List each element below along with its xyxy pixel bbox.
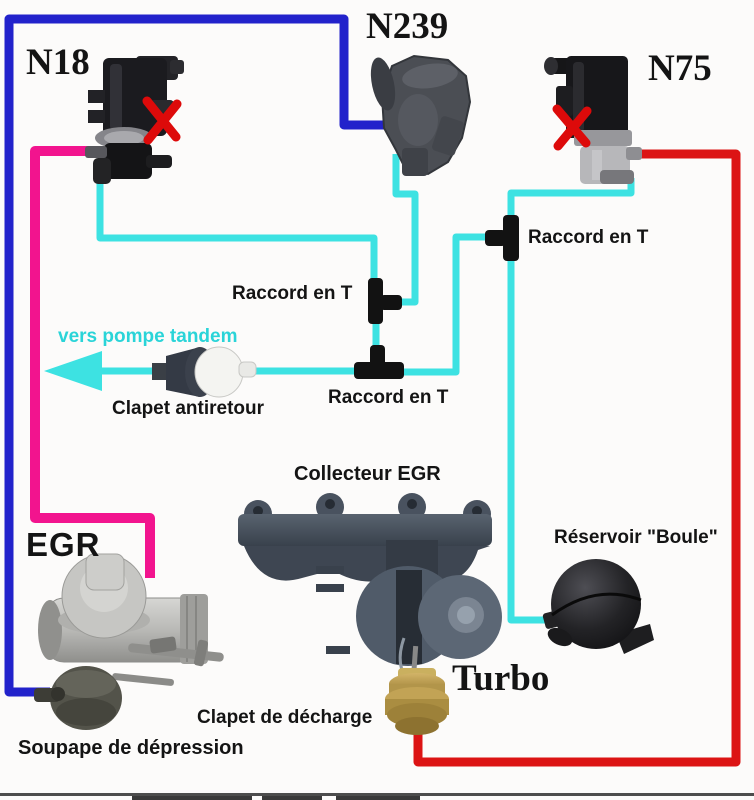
hose-blue [4,14,388,697]
hose-cyan-t1-to-n239 [383,154,419,306]
hose-cyan-n18-to-t1 [96,168,378,286]
soupape-depression-label: Soupape de dépression [18,737,244,759]
n75-label: N75 [648,48,712,89]
t-connector-bottom [354,345,404,379]
clapet-decharge-label: Clapet de décharge [197,707,373,728]
hose-cyan-n75-to-t3 [507,178,635,220]
n239-label: N239 [366,6,449,47]
hose-cyan-t2-to-t3 [402,233,492,376]
wastegate-actuator [385,668,449,735]
egr-label: EGR [26,526,101,563]
ball-reservoir [542,559,654,654]
bottom-divider [0,793,754,796]
n18-label: N18 [26,42,90,83]
t-connector-right [485,215,519,261]
egr-manifold-turbo [238,493,502,685]
n18-valve [85,56,184,184]
egr-valve [38,553,224,667]
check-valve [152,346,257,398]
hose-red [413,149,741,767]
reservoir-boule-label: Réservoir "Boule" [554,527,718,548]
cropped-text-fragment [262,796,322,800]
turbo-label: Turbo [452,658,550,699]
hose-cyan-t3-to-boule [507,256,554,624]
clapet-antiretour-label: Clapet antiretour [112,398,265,419]
hose-pink [30,146,155,578]
flow-arrow [44,351,102,391]
raccord-t-central-label: Raccord en T [232,283,353,304]
t-connector-central [368,278,402,324]
cropped-text-fragment [132,796,252,800]
raccord-t-bottom-label: Raccord en T [328,387,449,408]
vers-pompe-tandem-label: vers pompe tandem [58,326,238,347]
raccord-t-right-label: Raccord en T [528,227,649,248]
n75-valve [544,56,642,184]
n239-valve [370,54,472,176]
vacuum-pod [34,666,174,730]
blocked-port-x-n75 [552,104,592,151]
cropped-text-fragment [336,796,420,800]
collecteur-egr-label: Collecteur EGR [294,463,441,485]
blocked-port-x-n18 [142,96,182,145]
